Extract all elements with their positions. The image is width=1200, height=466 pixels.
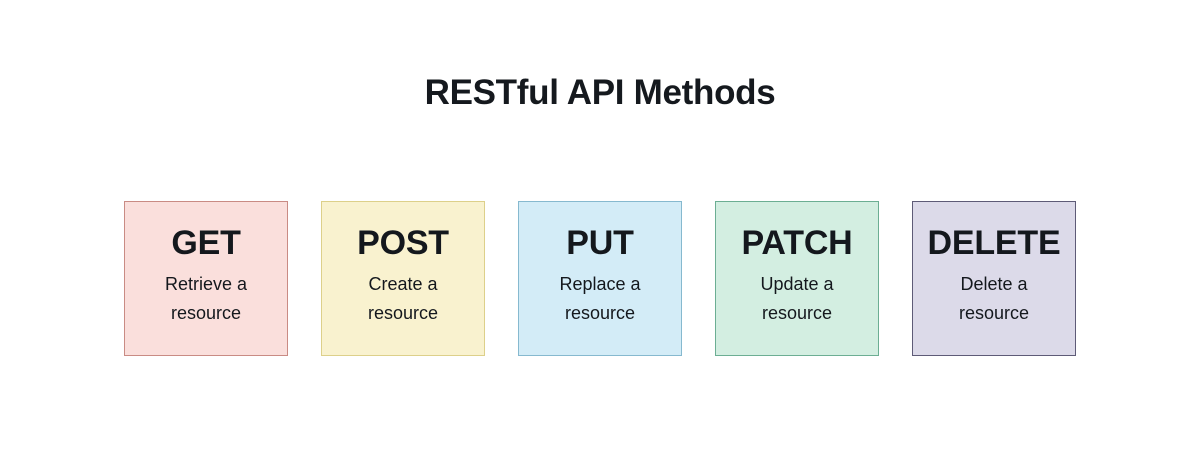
method-card-delete[interactable]: DELETE Delete a resource [912,201,1076,356]
method-card-patch[interactable]: PATCH Update a resource [715,201,879,356]
method-card-get[interactable]: GET Retrieve a resource [124,201,288,356]
method-card-post[interactable]: POST Create a resource [321,201,485,356]
http-methods-row: GET Retrieve a resource POST Create a re… [124,201,1076,356]
method-label-put: PUT [566,223,634,262]
page-title: RESTful API Methods [424,73,776,112]
method-description-put: Replace a resource [559,274,641,324]
method-description-delete: Delete a resource [958,274,1030,324]
method-description-get: Retrieve a resource [164,274,248,324]
method-description-patch: Update a resource [760,274,834,324]
method-label-post: POST [357,223,449,262]
method-label-patch: PATCH [741,223,853,262]
method-label-get: GET [171,223,241,262]
method-card-put[interactable]: PUT Replace a resource [518,201,682,356]
method-description-post: Create a resource [367,274,439,324]
method-label-delete: DELETE [927,223,1061,262]
